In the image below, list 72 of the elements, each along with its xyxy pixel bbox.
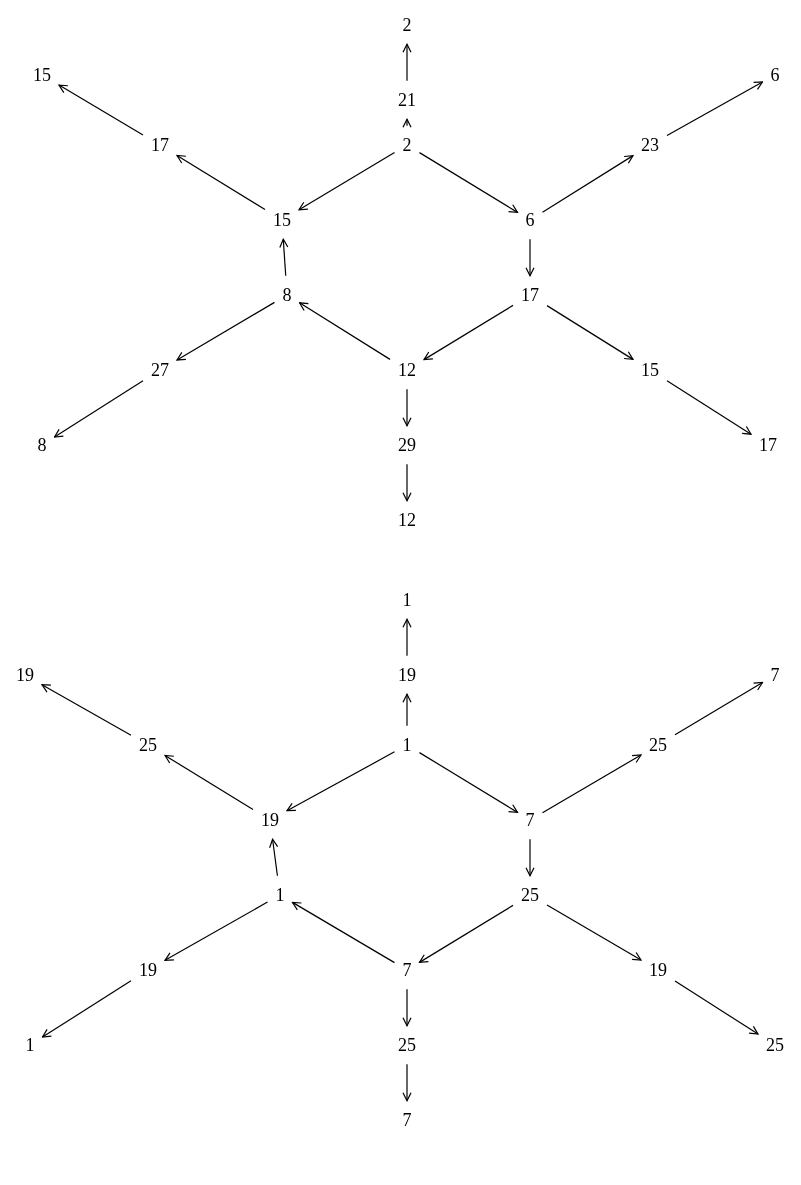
number-label: 12: [398, 358, 416, 382]
number-label: 7: [402, 958, 412, 982]
arrow: [269, 838, 279, 877]
number-label: 1: [402, 588, 412, 612]
number-label: 17: [521, 283, 539, 307]
arrow: [666, 380, 752, 435]
arrow: [423, 304, 514, 361]
number-label: 8: [282, 283, 292, 307]
arrow: [402, 463, 412, 502]
arrow: [41, 684, 132, 736]
number-label: 2: [402, 13, 412, 37]
arrow: [674, 980, 759, 1035]
number-label: 19: [139, 958, 157, 982]
number-label: 6: [770, 63, 780, 87]
number-label: 19: [398, 663, 416, 687]
arrow: [286, 751, 396, 812]
number-label: 8: [37, 433, 47, 457]
arrow: [176, 301, 276, 361]
number-label: 29: [398, 433, 416, 457]
number-label: 7: [402, 1108, 412, 1132]
number-label: 1: [402, 733, 412, 757]
number-label: 25: [398, 1033, 416, 1057]
number-label: 15: [641, 358, 659, 382]
number-label: 17: [759, 433, 777, 457]
arrow: [666, 81, 764, 137]
arrow: [298, 302, 391, 360]
number-label: 25: [521, 883, 539, 907]
arrow: [58, 84, 144, 136]
arrow: [541, 155, 634, 213]
arrow: [525, 838, 535, 877]
arrow: [41, 980, 132, 1038]
arrow: [164, 754, 254, 811]
number-label: 15: [273, 208, 291, 232]
number-label: 19: [649, 958, 667, 982]
arrow: [279, 238, 289, 277]
arrow: [53, 380, 144, 438]
number-label: 7: [525, 808, 535, 832]
number-label: 1: [275, 883, 285, 907]
number-label: 1: [25, 1033, 35, 1057]
arrow: [546, 305, 634, 360]
arrow: [176, 154, 266, 211]
arrow: [418, 904, 514, 963]
arrow: [402, 693, 412, 727]
arrow: [291, 901, 396, 964]
number-label: 12: [398, 508, 416, 532]
number-label: 19: [261, 808, 279, 832]
number-label: 15: [33, 63, 51, 87]
arrow: [402, 988, 412, 1027]
number-label: 25: [139, 733, 157, 757]
number-label: 6: [525, 208, 535, 232]
arrow: [674, 681, 764, 736]
arrow: [402, 43, 412, 82]
arrow: [541, 754, 642, 814]
number-label: 7: [770, 663, 780, 687]
arrow: [402, 118, 412, 128]
arrow: [402, 618, 412, 657]
arrow: [298, 151, 396, 211]
number-label: 21: [398, 88, 416, 112]
number-label: 17: [151, 133, 169, 157]
arrow: [164, 901, 269, 961]
arrow: [418, 752, 519, 813]
number-label: 25: [766, 1033, 784, 1057]
arrow: [402, 388, 412, 427]
arrow: [546, 904, 642, 961]
arrow: [525, 238, 535, 277]
arrow: [418, 152, 519, 213]
number-label: 2: [402, 133, 412, 157]
arrow: [402, 1063, 412, 1102]
number-label: 27: [151, 358, 169, 382]
number-label: 23: [641, 133, 659, 157]
number-label: 19: [16, 663, 34, 687]
number-label: 25: [649, 733, 667, 757]
